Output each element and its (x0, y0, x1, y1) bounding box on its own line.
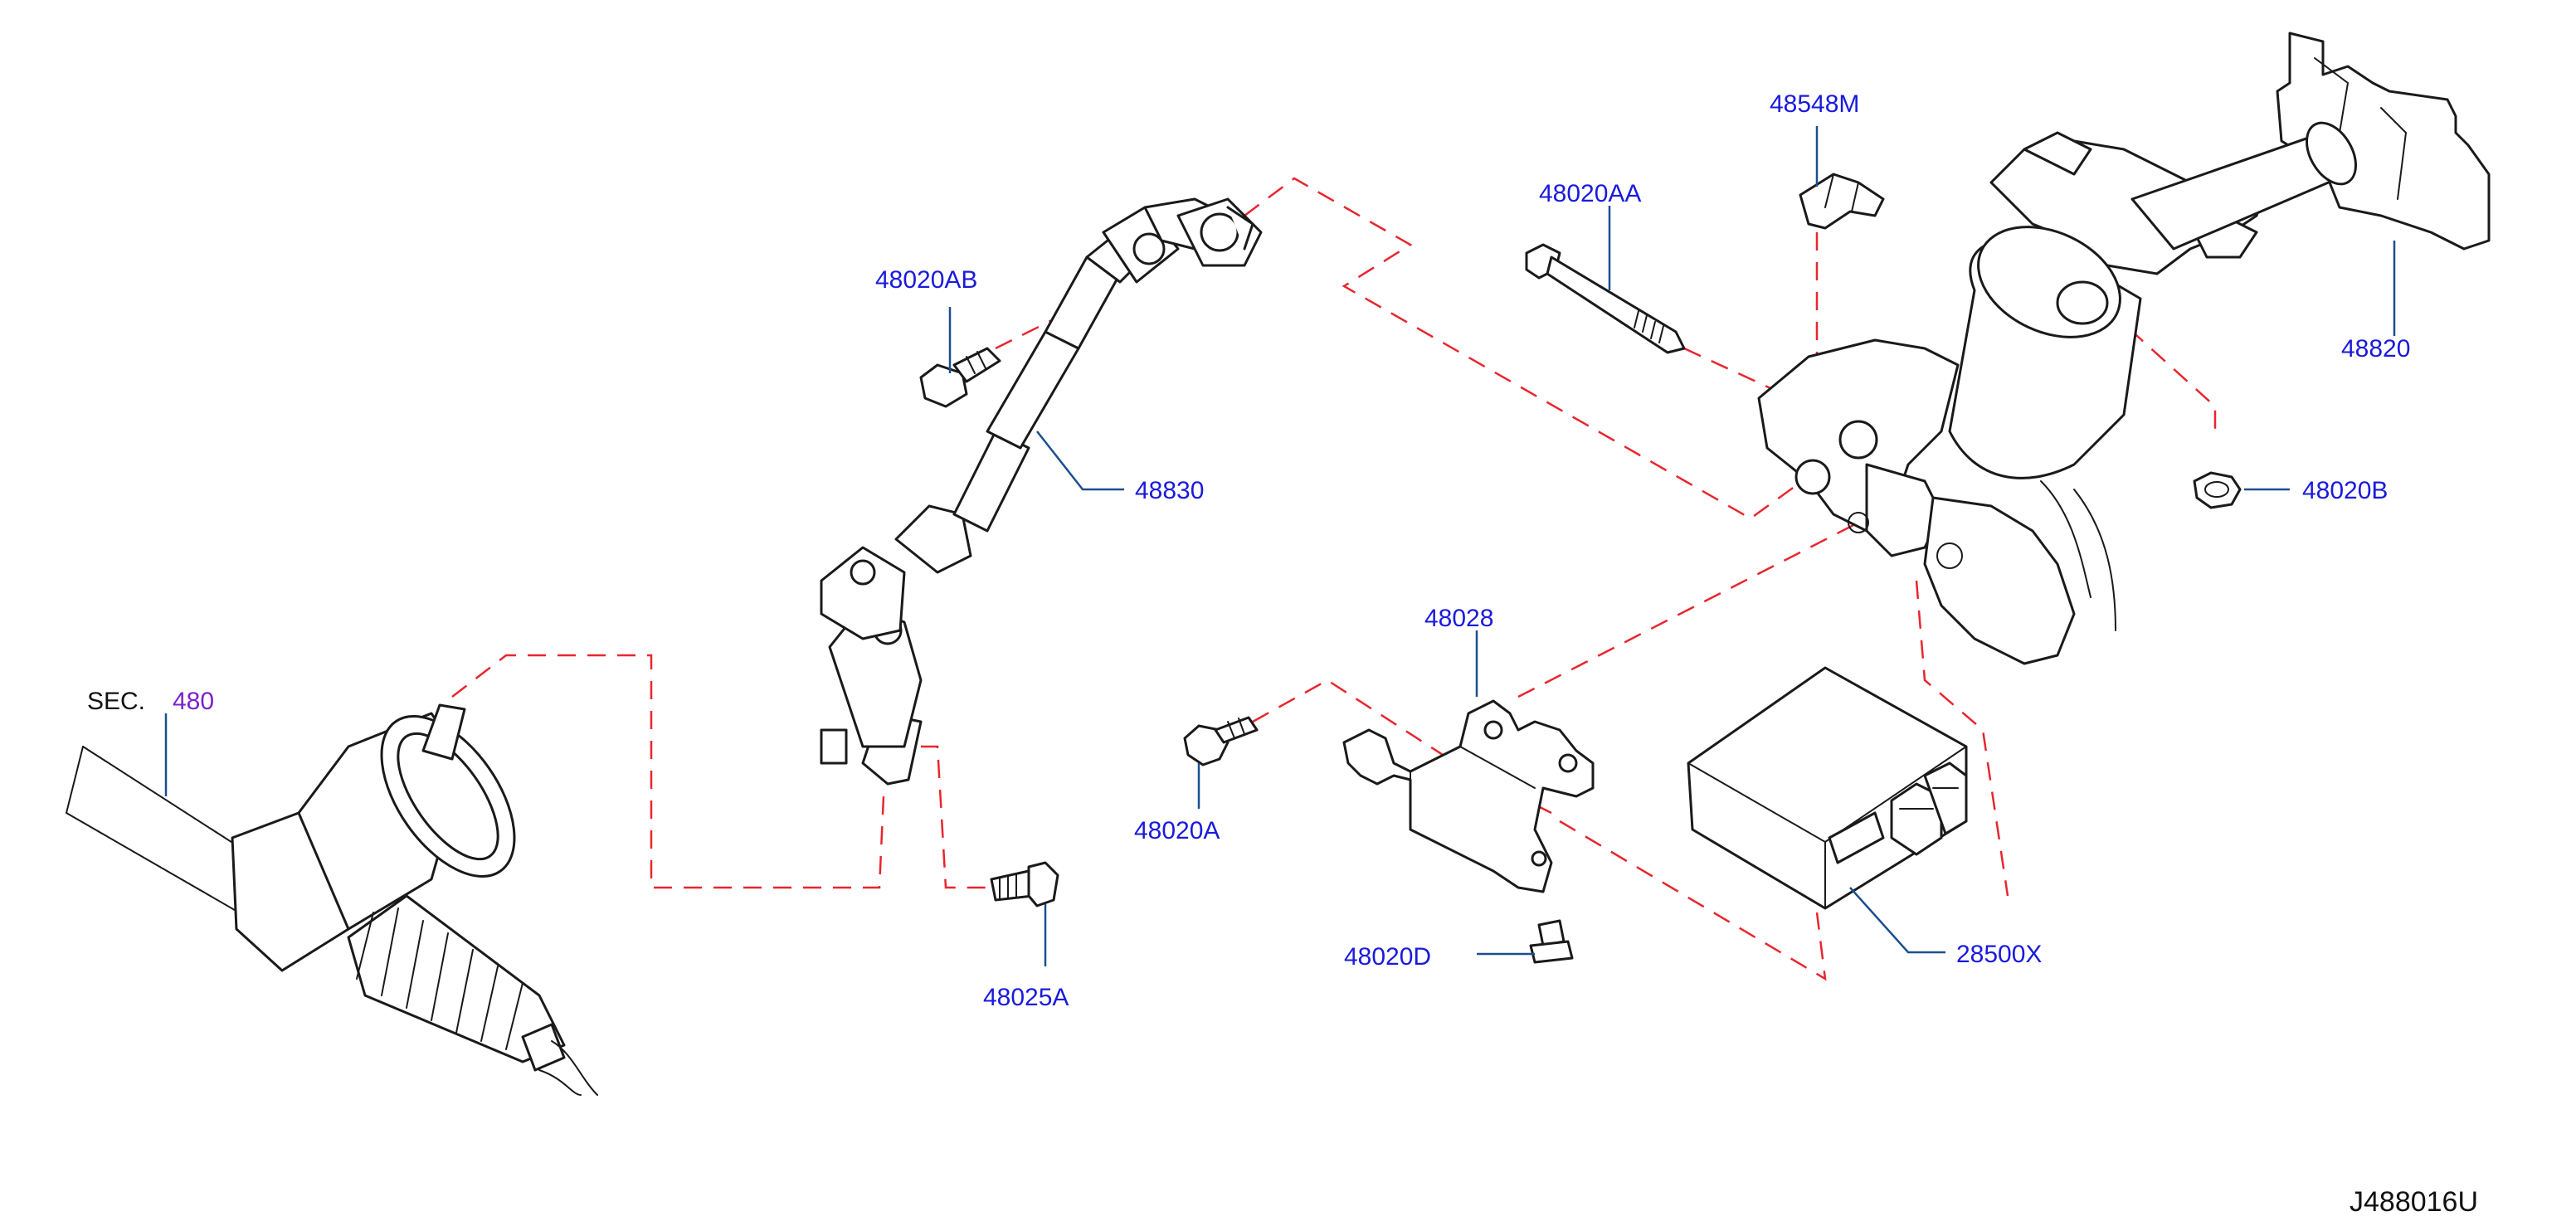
label-48020b: 48020B (2302, 477, 2388, 504)
label-48020ab: 48020AB (875, 266, 977, 294)
label-48020aa: 48020AA (1539, 180, 1641, 207)
nut-48020b (2193, 471, 2242, 509)
guide-bracket-to-module (1559, 820, 1827, 981)
section-number: 480 (173, 688, 214, 715)
bracket-48028 (1342, 699, 1595, 893)
control-module-28500x (1687, 666, 1968, 910)
guide-shaft-to-column (1244, 177, 1826, 520)
label-48830: 48830 (1135, 477, 1204, 504)
intermediate-shaft (820, 197, 1263, 786)
label-48025a: 48025A (983, 984, 1069, 1011)
screw-48020d (1529, 919, 1574, 964)
bolt-48025a (990, 861, 1059, 907)
diagram-code: J488016U (2350, 1186, 2478, 1218)
guide-column-to-bracket (1517, 521, 1859, 698)
label-48028: 48028 (1424, 605, 1493, 632)
guide-steering-gear (451, 654, 885, 889)
bolt-48020ab (919, 347, 1001, 408)
bolt-48020a (1183, 716, 1259, 766)
steering-column (1757, 32, 2491, 665)
clip-48548m (1799, 173, 1885, 230)
steering-gear-assembly (66, 703, 598, 1096)
guide-nut-b (2040, 248, 2217, 440)
label-48820: 48820 (2341, 335, 2410, 362)
label-48548m: 48548M (1770, 90, 1859, 118)
leader-lines (164, 126, 2396, 966)
section-prefix: SEC. (87, 688, 145, 715)
label-48020a: 48020A (1134, 817, 1220, 844)
bolt-48020aa (1525, 243, 1686, 354)
part-labels: 48548M 48020AA 48020AB 48820 48830 48020… (87, 90, 2478, 1218)
label-48020d: 48020D (1344, 943, 1431, 971)
label-28500x: 28500X (1956, 941, 2042, 968)
guide-bolt-25a (921, 745, 1000, 889)
